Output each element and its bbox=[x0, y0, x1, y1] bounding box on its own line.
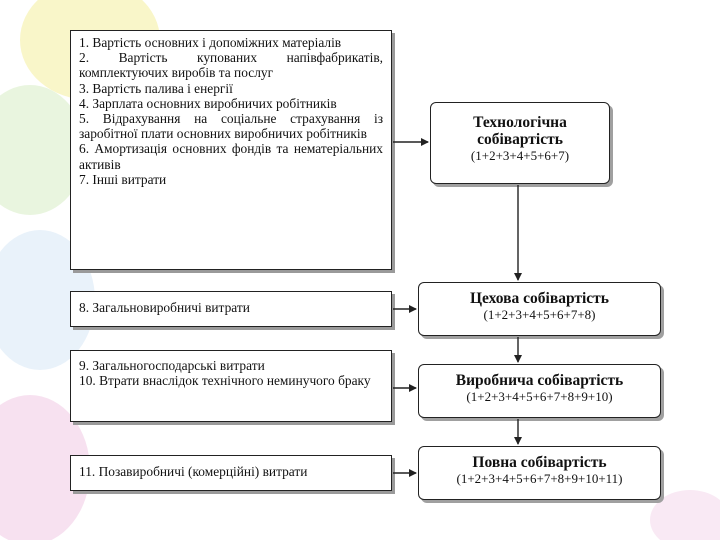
technological-cost-title: Технологічна собівартість bbox=[473, 114, 567, 148]
production-cost-formula: (1+2+3+4+5+6+7+8+9+10) bbox=[466, 389, 613, 404]
balloon-pink bbox=[0, 395, 90, 540]
technological-cost-box: Технологічна собівартість (1+2+3+4+5+6+7… bbox=[430, 102, 610, 184]
cost-item-9: 9. Загальногосподарські витрати bbox=[79, 358, 265, 373]
cost-item-11: 11. Позавиробничі (комерційні) витрати bbox=[79, 464, 308, 479]
technological-cost-formula: (1+2+3+4+5+6+7) bbox=[470, 148, 570, 163]
workshop-cost-title: Цехова собівартість bbox=[470, 290, 609, 307]
cost-item-8: 8. Загальновиробничі витрати bbox=[79, 300, 250, 315]
workshop-cost-formula: (1+2+3+4+5+6+7+8) bbox=[483, 307, 596, 322]
cost-item-5: 5. Відрахування на соціальне страхування… bbox=[79, 111, 383, 142]
cost-item-6: 6. Амортизація основних фондів та немате… bbox=[79, 141, 383, 172]
production-cost-box: Виробнича собівартість (1+2+3+4+5+6+7+8+… bbox=[418, 364, 661, 418]
cost-item-1: 1. Вартість основних і допоміжних матері… bbox=[79, 35, 342, 50]
workshop-cost-box: Цехова собівартість (1+2+3+4+5+6+7+8) bbox=[418, 282, 661, 336]
full-cost-title: Повна собівартість bbox=[472, 454, 607, 471]
cost-items-group-1: 1. Вартість основних і допоміжних матері… bbox=[70, 30, 392, 270]
production-cost-title: Виробнича собівартість bbox=[455, 372, 624, 389]
cost-item-10: 10. Втрати внаслідок технічного неминучо… bbox=[79, 373, 371, 389]
balloon-pink-small bbox=[650, 490, 720, 540]
balloon-green bbox=[0, 85, 85, 215]
cost-item-3: 3. Вартість палива і енергії bbox=[79, 80, 233, 96]
cost-item-7: 7. Інші витрати bbox=[79, 171, 167, 187]
cost-item-2: 2. Вартість купованих напівфабрикатів, к… bbox=[79, 50, 383, 81]
cost-items-group-2: 8. Загальновиробничі витрати bbox=[70, 291, 392, 327]
cost-item-4: 4. Зарплата основних виробничих робітник… bbox=[79, 95, 337, 111]
cost-items-group-4: 11. Позавиробничі (комерційні) витрати bbox=[70, 455, 392, 491]
full-cost-box: Повна собівартість (1+2+3+4+5+6+7+8+9+10… bbox=[418, 446, 661, 500]
cost-items-group-3: 9. Загальногосподарські витрати 10. Втра… bbox=[70, 350, 392, 422]
full-cost-formula: (1+2+3+4+5+6+7+8+9+10+11) bbox=[456, 471, 623, 486]
